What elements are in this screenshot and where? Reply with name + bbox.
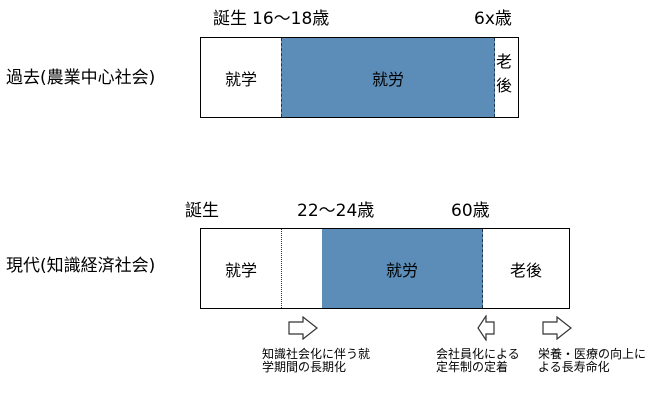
past-study-label: 就学 [224,69,257,89]
present-retire-label: 老後 [509,260,542,280]
past-work-label: 就労 [371,69,404,89]
right-arrow-icon [288,316,318,340]
left-arrow-icon [477,315,495,341]
past-retire-label: 老後 [496,51,513,95]
present-timeline-bar: 就学 就労 老後 [200,228,570,309]
present-birth-label: 誕生 [185,201,219,221]
past-age-label-end: 6x歳 [474,9,512,29]
note-retire-age: 会社員化による定年制の定着 [436,347,520,375]
present-work-segment: 就労 [322,229,483,308]
past-retire-segment: 老後 [495,38,518,117]
right-arrow-icon [542,316,572,340]
present-age-label-start: 22～24歳 [297,201,375,221]
past-timeline-bar: 就学 就労 老後 [200,37,519,118]
note-study-extension: 知識社会化に伴う就学期間の長期化 [262,347,371,375]
past-birth-label: 誕生 [213,9,247,29]
present-age-label-end: 60歳 [451,201,490,221]
present-work-label: 就労 [385,260,418,280]
present-study-extension-segment [281,229,322,308]
note-longevity: 栄養・医療の向上による長寿命化 [538,347,647,375]
present-study-segment: 就学 [201,229,281,308]
present-study-label: 就学 [224,260,257,280]
past-study-segment: 就学 [201,38,281,117]
past-row-label: 過去(農業中心社会) [6,68,156,88]
past-age-label-start: 16～18歳 [252,9,330,29]
present-row-label: 現代(知識経済社会) [6,256,156,276]
past-work-segment: 就労 [281,38,495,117]
present-retire-segment: 老後 [483,229,569,308]
